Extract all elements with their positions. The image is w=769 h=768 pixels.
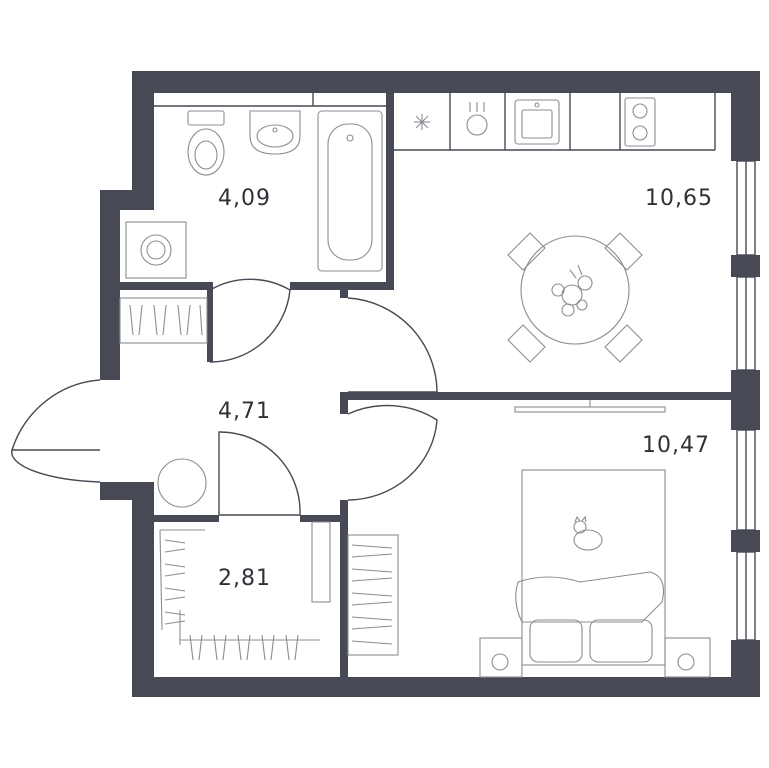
area-label-kitchen-living: 10,65	[645, 186, 713, 211]
sink-icon	[249, 110, 301, 155]
washing-machine-icon	[125, 221, 187, 279]
doors	[11, 278, 438, 516]
exterior-walls	[100, 71, 760, 697]
area-label-wardrobe: 2,81	[218, 566, 271, 591]
area-labels: 4,09 10,65 4,71 10,47 2,81	[218, 186, 713, 591]
toilet-icon	[187, 110, 225, 176]
faucet-icon	[466, 102, 488, 136]
bathtub-icon	[317, 110, 383, 272]
area-label-bedroom: 10,47	[642, 433, 710, 458]
burner-icon	[414, 114, 430, 130]
bed-icon	[515, 469, 666, 666]
dining-table	[507, 232, 643, 363]
kitchen-counter	[394, 93, 716, 151]
windows	[736, 160, 756, 641]
cat-icon	[573, 515, 603, 551]
chair-icon	[507, 232, 643, 363]
round-stool-icon	[157, 458, 207, 508]
tv-icon	[514, 400, 666, 413]
wardrobe-shelving	[119, 297, 399, 661]
flower-vase-icon	[551, 264, 593, 317]
area-label-bathroom: 4,09	[218, 186, 271, 211]
bathroom-fixtures	[125, 93, 386, 279]
kitchen-sink-icon	[514, 99, 560, 145]
nightstand-icon	[479, 637, 711, 678]
cooktop-icon	[624, 97, 656, 147]
interior-walls	[120, 93, 731, 677]
area-label-hallway: 4,71	[218, 399, 271, 424]
